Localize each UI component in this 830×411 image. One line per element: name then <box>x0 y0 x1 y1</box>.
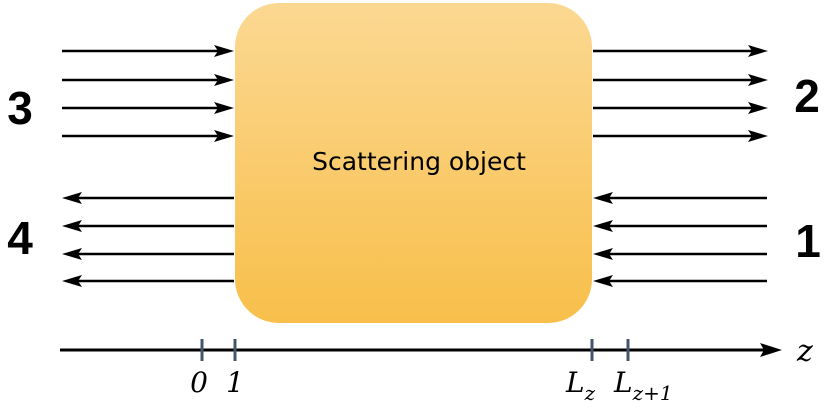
arrow <box>593 45 768 57</box>
port-label-4: 4 <box>7 212 33 264</box>
arrow-group-incoming-left <box>62 45 234 142</box>
arrow <box>62 74 234 86</box>
port-label-3: 3 <box>7 82 33 134</box>
tick-label-lz1-sub: z+1 <box>632 381 673 405</box>
arrow <box>62 275 234 287</box>
arrow-group-incoming-right <box>593 192 767 287</box>
arrow <box>62 192 234 204</box>
tick-label-lz-sub: z <box>584 381 596 405</box>
arrow <box>593 74 768 86</box>
arrow-group-outgoing-left <box>62 192 234 287</box>
port-label-2: 2 <box>794 70 820 122</box>
arrow <box>62 102 234 114</box>
arrow <box>62 248 234 260</box>
arrow <box>62 220 234 232</box>
tick-label-lz1-base: L <box>613 366 633 399</box>
scattering-object <box>235 3 592 323</box>
arrow <box>593 102 768 114</box>
axis-ticks <box>200 339 630 361</box>
arrow <box>593 192 767 204</box>
arrow <box>593 248 767 260</box>
axis-variable-label: z <box>796 334 813 369</box>
z-axis <box>60 343 782 357</box>
tick-label-lz1: Lz+1 <box>613 366 673 405</box>
object-label: Scattering object <box>312 147 526 176</box>
arrow <box>593 220 767 232</box>
arrow <box>593 275 767 287</box>
tick-label-lz-base: L <box>565 366 585 399</box>
arrow-group-outgoing-right <box>593 45 768 142</box>
port-label-1: 1 <box>795 215 821 267</box>
tick-label-1: 1 <box>226 366 244 399</box>
arrow <box>593 130 768 142</box>
arrow <box>62 45 234 57</box>
tick-label-lz: Lz <box>565 366 596 405</box>
tick-label-0: 0 <box>190 366 208 399</box>
arrow <box>62 130 234 142</box>
